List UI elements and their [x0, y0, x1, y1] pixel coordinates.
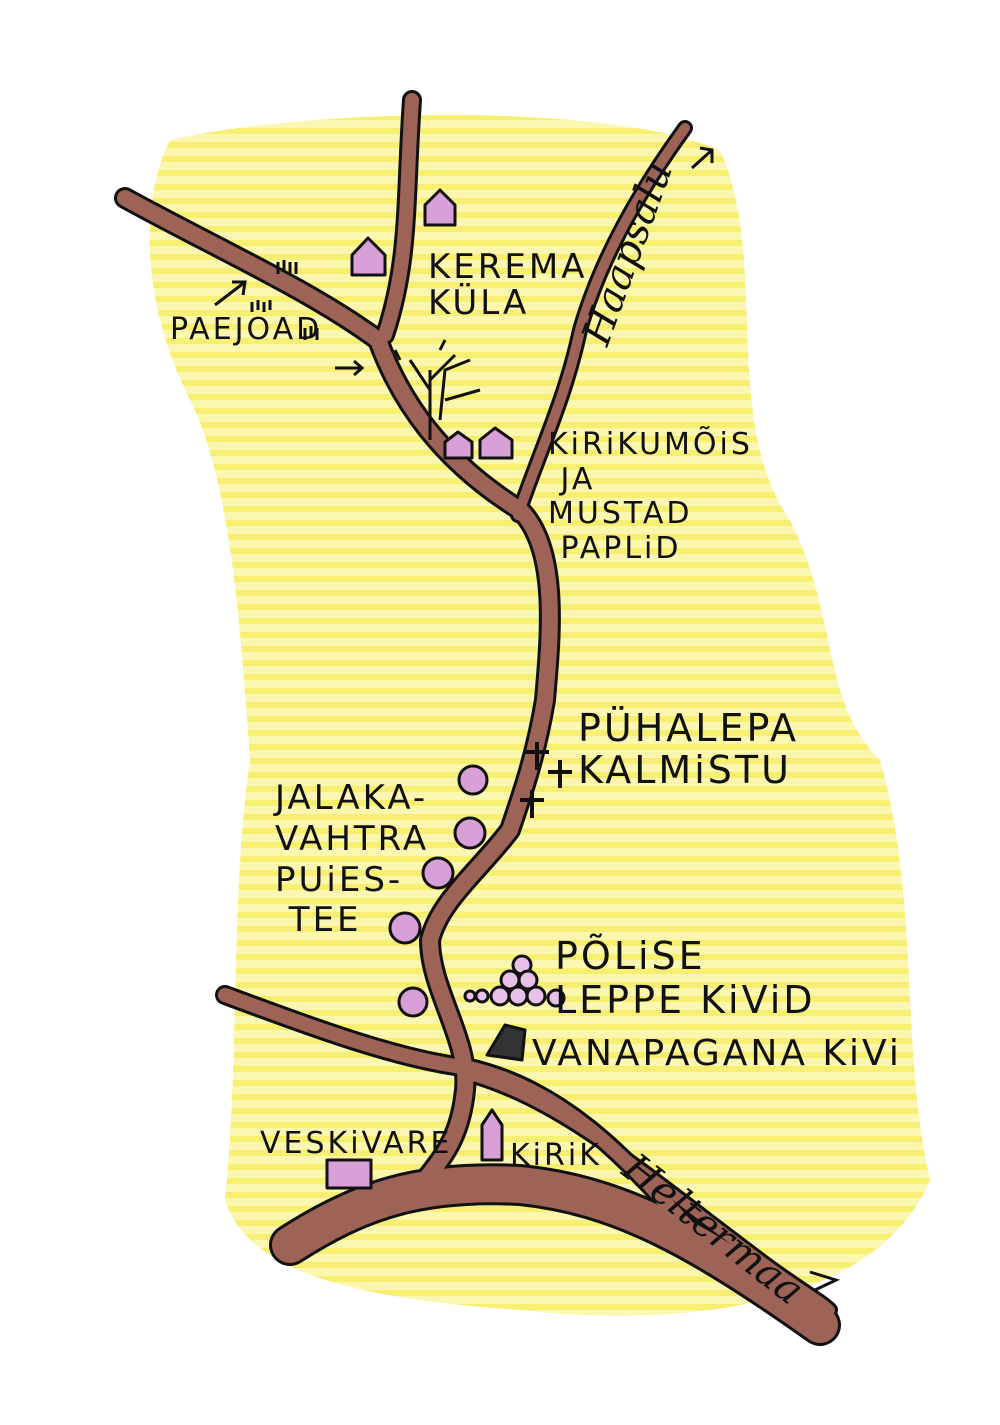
house-icon — [478, 426, 514, 460]
arrow-icon — [335, 359, 365, 377]
arrow-icon — [690, 146, 714, 170]
label-vanapagana-kivi: VANAPAGANA KiVi — [532, 1033, 902, 1074]
church-icon — [480, 1108, 504, 1162]
arrow-icon — [809, 1270, 841, 1292]
flower-tree-icon — [457, 764, 489, 796]
windmill-icon — [325, 1158, 373, 1190]
flower-tree-icon — [453, 816, 487, 850]
arrow-icon — [214, 280, 247, 307]
label-polise-leppe-kivid: PÕLiSE LEPPE KiViD — [555, 934, 816, 1022]
label-kirikumois-ja-mustad-paplid: KiRiKUMÕiS JA MUSTAD PAPLiD — [548, 427, 753, 566]
cross-icon — [520, 742, 572, 818]
flower-tree-icon — [397, 986, 429, 1018]
flower-tree-icon — [421, 856, 455, 890]
grass-marks — [250, 260, 319, 340]
label-veskivare: VESKiVARE — [260, 1126, 453, 1161]
flower-tree-icon — [388, 911, 422, 945]
label-puhalepa-kalmistu: PÜHALEPA KALMiSTU — [578, 706, 799, 792]
label-kirik: KiRiK — [510, 1138, 602, 1173]
tree-icon — [393, 339, 481, 440]
label-jalaka-vahtra-puiestee: JALAKA- VAHTRA PUiES- TEE — [275, 778, 430, 941]
boulder-icon — [485, 1023, 527, 1062]
house-icon — [443, 430, 474, 460]
label-paejoad: PAEJOAD — [170, 312, 323, 347]
house-icon — [350, 236, 387, 277]
stone-pile-icon — [463, 954, 566, 1008]
label-kerema-kula: KEREMA KÜLA — [428, 247, 588, 323]
house-icon — [423, 188, 457, 227]
roads — [117, 93, 838, 1343]
